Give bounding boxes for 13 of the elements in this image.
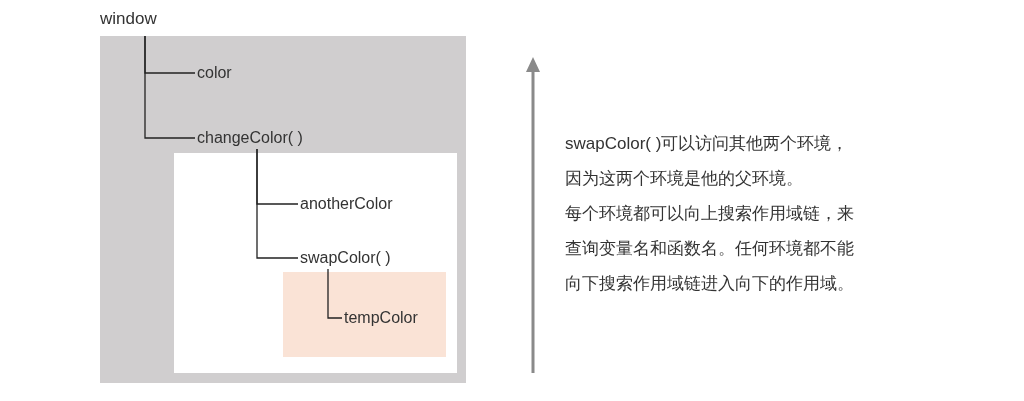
tree-connector — [327, 268, 343, 319]
function-scope-panel — [174, 153, 457, 373]
note-text: 每个环境都可以向上搜索作用域链，来查询变量名和函数名。任何环境都不能向下搜索作用域链进入向下的作用域。 — [565, 203, 855, 295]
tree-connector — [144, 35, 196, 139]
variable-label: color — [197, 62, 247, 84]
scope-title: window — [100, 8, 157, 30]
tree-connector — [256, 148, 299, 259]
variable-label: changeColor( ) — [197, 127, 322, 149]
function-scope-panel — [283, 272, 446, 357]
note-text: swapColor( )可以访问其他两个环境，因为这两个环境是他的父环境。 — [565, 133, 850, 190]
variable-label: tempColor — [344, 307, 439, 329]
variable-label: anotherColor — [300, 193, 415, 215]
variable-label: swapColor( ) — [300, 247, 405, 269]
